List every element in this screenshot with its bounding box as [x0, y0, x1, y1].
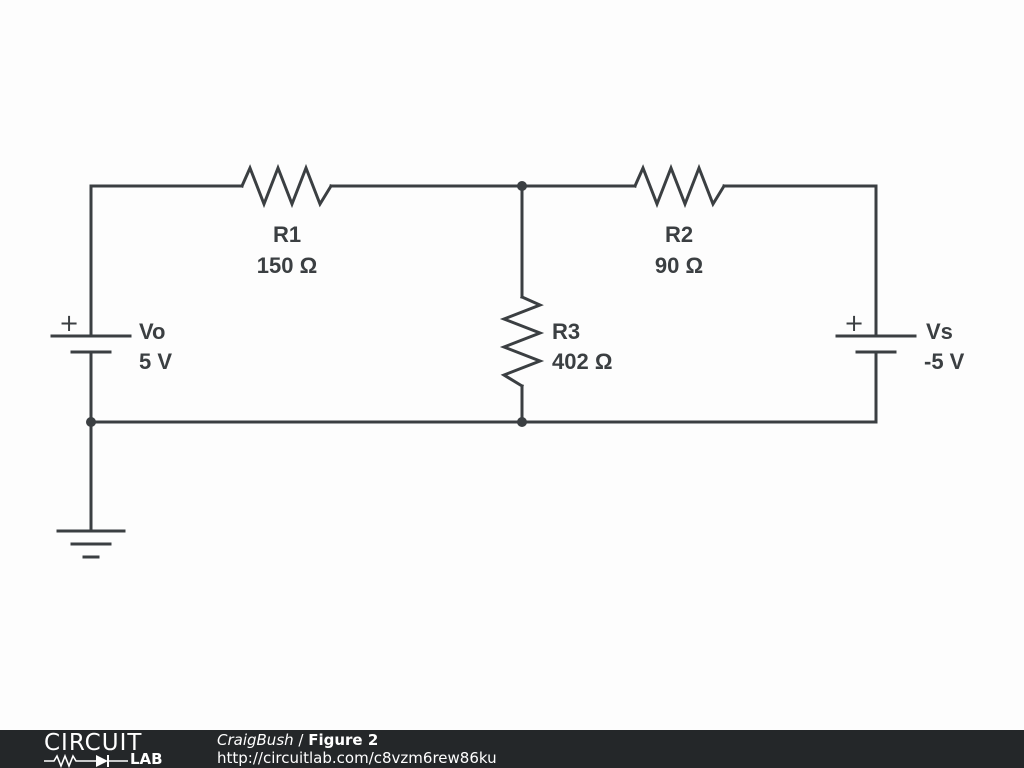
circuit-url-link[interactable]: http://circuitlab.com/c8vzm6rew86ku	[217, 749, 497, 767]
r2-value: 90 Ω	[655, 253, 703, 278]
vs-name: Vs	[926, 319, 953, 344]
junction-top	[517, 181, 527, 191]
r3-name: R3	[552, 319, 580, 344]
attribution: CraigBush / Figure 2	[217, 731, 378, 749]
vo-name: Vo	[139, 319, 165, 344]
r1-name: R1	[273, 222, 301, 247]
circuit-schematic: + + R1 150 Ω R2 90 Ω R3 402 Ω Vo 5 V Vs …	[50, 163, 965, 559]
vs-value: -5 V	[924, 349, 965, 374]
author-name: CraigBush	[217, 731, 294, 749]
figure-title: Figure 2	[308, 731, 379, 749]
vs-polarity: +	[844, 309, 864, 337]
r2-name: R2	[665, 222, 693, 247]
footer-bar: CIRCUIT LAB CraigBush / Figure 2 http://…	[0, 730, 1024, 768]
resistor-r3-symbol	[499, 295, 545, 389]
attribution-separator: /	[293, 731, 309, 749]
logo-circuit-text: CIRCUIT	[44, 730, 143, 756]
logo-resistor-diode-icon	[44, 753, 128, 768]
junction-bottom-middle	[517, 417, 527, 427]
r1-value: 150 Ω	[257, 253, 317, 278]
vo-value: 5 V	[139, 349, 172, 374]
resistor-r2-symbol	[633, 163, 727, 209]
logo-lab-text: LAB	[130, 750, 163, 768]
vo-polarity: +	[59, 309, 79, 337]
junction-bottom-left	[86, 417, 96, 427]
r3-value: 402 Ω	[552, 349, 612, 374]
resistor-r1-symbol	[240, 163, 334, 209]
